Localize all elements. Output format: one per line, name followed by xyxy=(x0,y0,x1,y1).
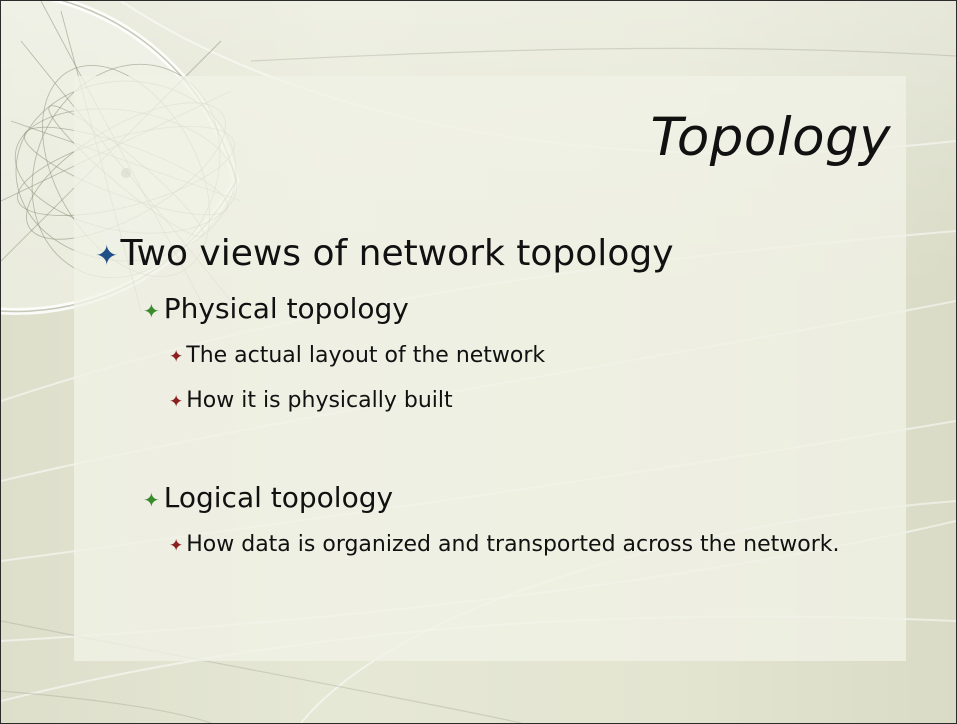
bullet-text: Physical topology xyxy=(163,292,409,325)
bullet-text: The actual layout of the network xyxy=(186,343,546,368)
four-point-star-icon: ✦ xyxy=(95,239,119,272)
bullet-text: Logical topology xyxy=(163,481,394,514)
bullet-level3: ✦ The actual layout of the network xyxy=(169,343,545,368)
four-point-star-icon: ✦ xyxy=(143,488,160,512)
bullet-level2: ✦ Physical topology xyxy=(143,292,409,325)
four-point-star-icon: ✦ xyxy=(169,392,184,412)
slide-title: Topology xyxy=(650,107,891,168)
bullet-text: How data is organized and transported ac… xyxy=(186,532,840,557)
bullet-level2: ✦ Logical topology xyxy=(143,481,393,514)
bullet-level3: ✦ How it is physically built xyxy=(169,388,453,413)
bullet-level3: ✦ How data is organized and transported … xyxy=(169,530,849,560)
content-panel xyxy=(74,76,906,661)
bullet-text: How it is physically built xyxy=(186,388,453,413)
bullet-level1: ✦ Two views of network topology xyxy=(95,233,674,274)
four-point-star-icon: ✦ xyxy=(169,536,184,556)
bullet-text: Two views of network topology xyxy=(120,233,674,274)
four-point-star-icon: ✦ xyxy=(169,347,184,367)
four-point-star-icon: ✦ xyxy=(143,299,160,323)
